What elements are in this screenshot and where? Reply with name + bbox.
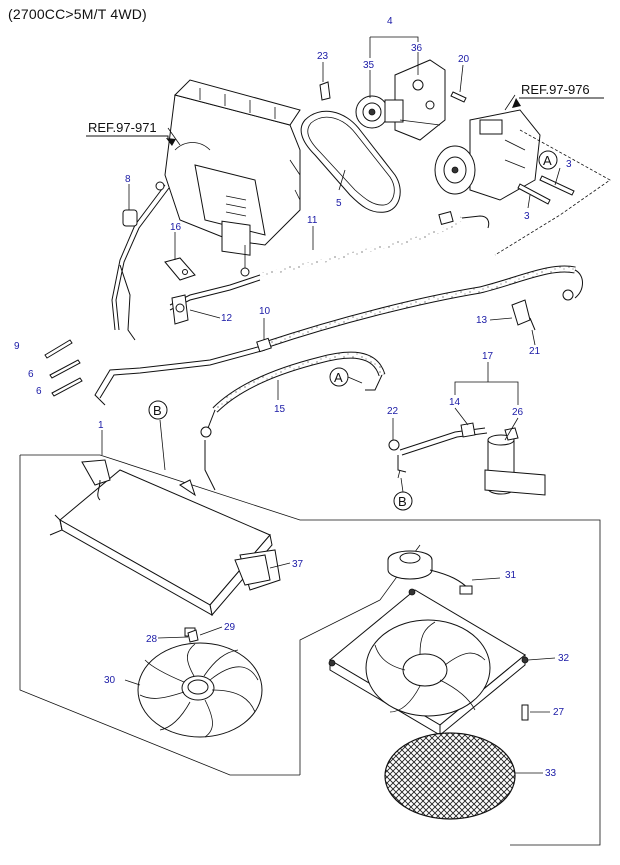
hose-15 <box>200 351 386 438</box>
callout-a-label: A <box>334 370 343 385</box>
part-number: 27 <box>553 707 565 718</box>
part-number: 6 <box>28 369 34 380</box>
part-number: 21 <box>529 346 541 357</box>
part-number: 16 <box>170 222 182 233</box>
bolt-23 <box>319 81 331 101</box>
part-number: 28 <box>146 634 158 645</box>
part-number: 3 <box>524 211 530 222</box>
ref-heater: REF.97-971 <box>86 120 176 146</box>
receiver-dryer <box>484 427 546 496</box>
ref-heater-label: REF.97-971 <box>88 120 157 135</box>
compressor-bolts <box>517 175 575 205</box>
hose-10 <box>94 265 583 406</box>
part-number: 13 <box>476 315 488 326</box>
page-title: (2700CC>5M/T 4WD) <box>8 6 147 22</box>
bracket-13 <box>511 299 536 331</box>
fan-motor <box>387 550 473 595</box>
ref-compressor-label: REF.97-976 <box>521 82 590 97</box>
callout-b-label: B <box>398 494 407 509</box>
part-number: 30 <box>104 675 116 686</box>
part-number: 29 <box>224 622 236 633</box>
part-number: 31 <box>505 570 517 581</box>
ref-compressor: REF.97-976 <box>512 82 604 108</box>
fan-shroud <box>328 588 529 737</box>
fan-30 <box>137 627 263 738</box>
part-number: 22 <box>387 406 399 417</box>
leader-lines <box>101 36 561 774</box>
part-number: 8 <box>125 174 131 185</box>
callout-a-hose: A <box>329 367 363 387</box>
part-number: 1 <box>98 420 104 431</box>
part-number: 6 <box>36 386 42 397</box>
callout-b-pipe: B <box>393 477 413 511</box>
fan-grille <box>384 732 516 820</box>
part-number: 5 <box>336 198 342 209</box>
hose-11 <box>169 211 490 311</box>
part-number: 14 <box>449 397 461 408</box>
part-number: 36 <box>411 43 423 54</box>
part-number: 12 <box>221 313 233 324</box>
part-number: 9 <box>14 341 20 352</box>
drive-belt <box>300 110 401 213</box>
callout-a-compressor: A <box>538 150 558 170</box>
bolt-20 <box>450 91 467 103</box>
clip-28 <box>187 629 199 643</box>
pipe-8 <box>111 181 170 341</box>
callout-b-condenser: B <box>148 400 168 420</box>
clamp-12 <box>171 294 189 325</box>
part-number: 37 <box>292 559 304 570</box>
part-number: 15 <box>274 404 286 415</box>
compressor <box>434 109 541 201</box>
part-number: 4 <box>387 16 393 27</box>
bolt-27 <box>521 704 529 721</box>
pipe-14 <box>388 422 488 473</box>
part-number: 3 <box>566 159 572 170</box>
part-number: 32 <box>558 653 570 664</box>
part-number: 11 <box>307 215 318 226</box>
callout-b-label: B <box>153 403 162 418</box>
part-number: 35 <box>363 60 375 71</box>
compressor-bracket <box>355 59 446 141</box>
part-numbers: 4 23 35 36 20 3 3 5 8 16 11 12 10 13 21 … <box>14 16 572 779</box>
callout-a-label: A <box>543 153 552 168</box>
part-number: 17 <box>482 351 494 362</box>
bracket-37 <box>234 554 271 586</box>
part-number: 20 <box>458 54 470 65</box>
screws-left <box>44 339 83 397</box>
part-number: 10 <box>259 306 271 317</box>
part-number: 23 <box>317 51 329 62</box>
part-number: 33 <box>545 768 557 779</box>
part-number: 26 <box>512 407 524 418</box>
heater-unit <box>164 79 301 277</box>
bracket-16 <box>164 257 196 281</box>
